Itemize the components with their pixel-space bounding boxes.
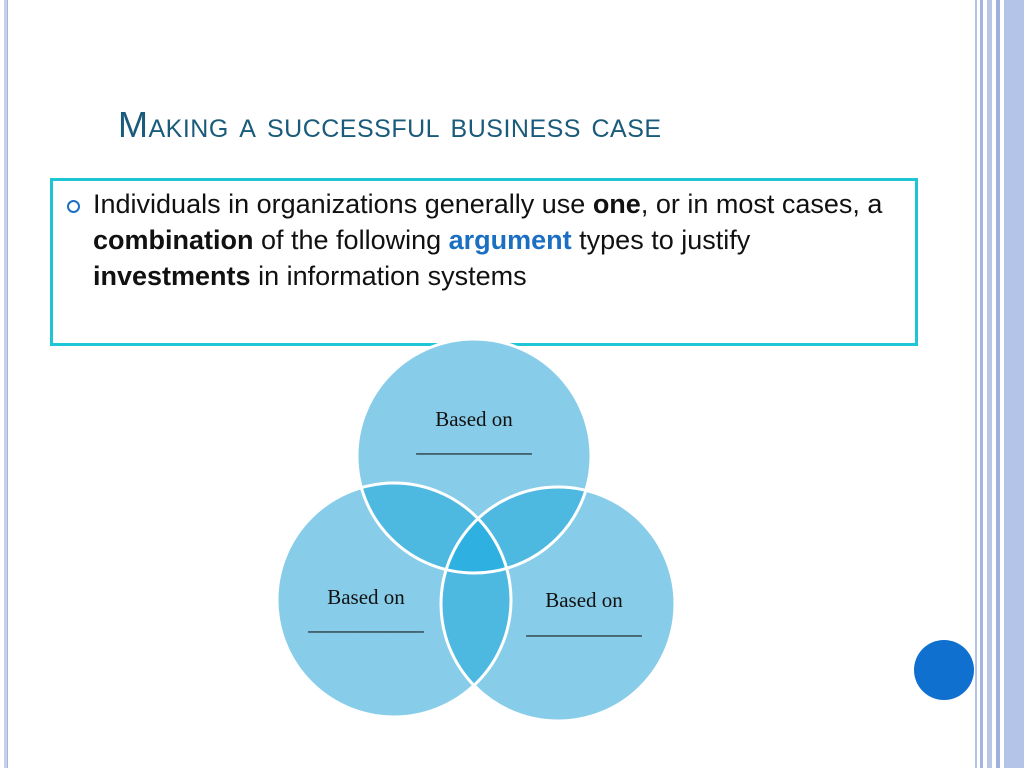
right-decor-stripe	[1004, 0, 1024, 768]
slide-title: Making a successful business case	[118, 104, 662, 145]
venn-outline-right	[439, 485, 677, 723]
right-decor-stripe	[987, 0, 992, 768]
venn-outline-top	[355, 338, 593, 575]
bullet-text-part: , or in most cases, a	[640, 189, 883, 219]
venn-left-label-line1: Based on	[327, 585, 405, 609]
bullet-text-part: in information systems	[250, 261, 527, 291]
venn-top-label-line1: Based on	[435, 407, 513, 431]
bullet-text-part: of the following	[253, 225, 449, 255]
venn-right-label-line2: ___________	[525, 615, 642, 639]
bullet-emphasis-investments: investments	[93, 261, 251, 291]
venn-top-label-line2: ___________	[415, 433, 532, 457]
venn-right-label-line1: Based on	[545, 588, 623, 612]
venn-diagram: Based on ___________ Based on __________…	[275, 338, 677, 723]
right-decor-stripe	[975, 0, 977, 768]
bullet-emphasis-argument: argument	[448, 225, 572, 255]
venn-left-label-line2: ___________	[307, 611, 424, 635]
bullet-emphasis-one: one	[592, 189, 641, 219]
venn-overlap-top-left	[357, 483, 511, 573]
bullet-ring-icon	[67, 200, 80, 213]
bullet-emphasis-combination: combination	[93, 225, 254, 255]
right-decor-stripe	[980, 0, 983, 768]
left-frame-line	[4, 0, 8, 768]
bullet-box: Individuals in organizations generally u…	[50, 178, 918, 346]
venn-outline-left	[275, 481, 513, 719]
right-decor-stripe	[996, 0, 1000, 768]
bullet-text-part: Individuals in organizations generally u…	[93, 189, 593, 219]
bullet-text: Individuals in organizations generally u…	[93, 186, 908, 294]
venn-overlap-top-right	[441, 487, 591, 573]
decorative-circle	[914, 640, 974, 700]
bullet-text-part: types to justify	[571, 225, 751, 255]
